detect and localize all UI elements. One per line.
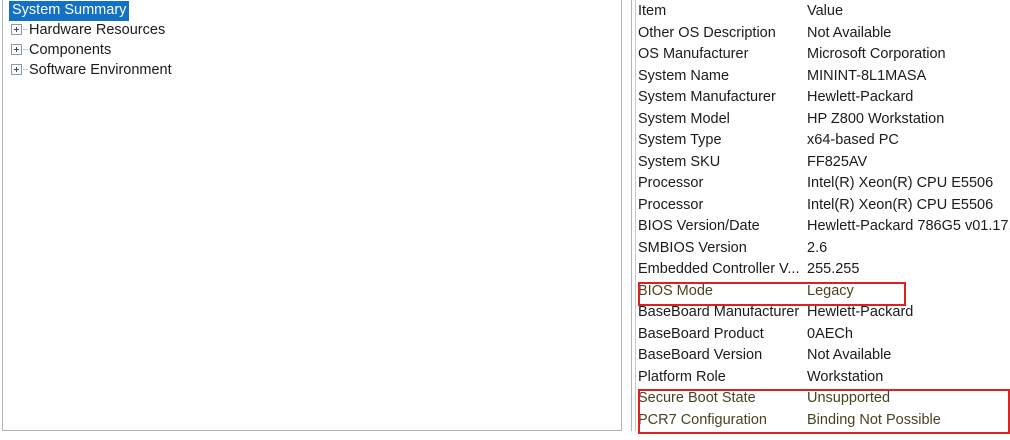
detail-item-cell: Processor: [638, 175, 704, 191]
detail-item-cell: System Model: [638, 110, 730, 127]
detail-value-cell: Intel(R) Xeon(R) CPU E5506: [807, 175, 994, 191]
detail-value-cell: Hewlett-Packard 786G5 v01.17, 8/: [807, 218, 1010, 234]
detail-grid-row[interactable]: Processor Intel(R) Xeon(R) CPU E5506: [638, 172, 1010, 194]
detail-value-cell: MININT-8L1MASA: [807, 67, 927, 84]
detail-grid-row[interactable]: Secure Boot State Unsupported: [638, 387, 1010, 409]
tree-item-system-summary[interactable]: System Summary: [3, 0, 621, 21]
detail-value-cell: Binding Not Possible: [807, 411, 941, 428]
detail-item-cell: System Manufacturer: [638, 89, 776, 105]
detail-grid-row[interactable]: BIOS Mode Legacy: [638, 280, 1010, 302]
detail-item-cell: OS Manufacturer: [638, 46, 749, 62]
detail-value-cell: Legacy: [807, 282, 854, 299]
detail-value-cell: Workstation: [807, 368, 884, 385]
detail-value-cell: Microsoft Corporation: [807, 46, 946, 62]
detail-grid-row[interactable]: System Name MININT-8L1MASA: [638, 65, 1010, 87]
detail-item-cell: System SKU: [638, 153, 721, 170]
detail-grid-row[interactable]: BaseBoard Manufacturer Hewlett-Packard: [638, 301, 1010, 323]
detail-item-cell: System Type: [638, 132, 722, 148]
detail-grid-row[interactable]: System Manufacturer Hewlett-Packard: [638, 86, 1010, 108]
tree-item-hardware-resources-label: Hardware Resources: [29, 22, 166, 39]
detail-value-cell: Hewlett-Packard: [807, 304, 914, 320]
expand-icon-wrapper-software-environment[interactable]: [11, 60, 29, 80]
plus-box-icon[interactable]: [11, 23, 22, 35]
detail-value-cell: Hewlett-Packard: [807, 89, 914, 105]
navigation-tree-pane[interactable]: System Summary Hardware Resources Compon…: [2, 0, 622, 431]
detail-grid-row[interactable]: Other OS Description Not Available: [638, 22, 1010, 44]
detail-value-cell: FF825AV: [807, 153, 868, 170]
detail-grid-row[interactable]: BaseBoard Version Not Available: [638, 344, 1010, 366]
detail-item-cell: System Name: [638, 67, 730, 84]
detail-item-cell: BaseBoard Manufacturer: [638, 304, 800, 320]
detail-value-cell: Intel(R) Xeon(R) CPU E5506: [807, 196, 994, 213]
detail-item-cell: Other OS Description: [638, 24, 776, 41]
tree-item-hardware-resources[interactable]: Hardware Resources: [3, 20, 621, 40]
detail-value-cell: 2.6: [807, 239, 828, 256]
pane-divider-inner: [635, 0, 636, 431]
detail-grid-row[interactable]: System Type x64-based PC: [638, 129, 1010, 151]
plus-box-icon[interactable]: [11, 63, 22, 75]
detail-value-cell: HP Z800 Workstation: [807, 110, 945, 127]
detail-value-cell: Unsupported: [807, 390, 891, 406]
detail-item-cell: Embedded Controller V...: [638, 261, 800, 277]
detail-value-cell: 0AECh: [807, 325, 853, 342]
detail-item-cell: BIOS Version/Date: [638, 218, 760, 234]
pane-divider-outer: [631, 0, 632, 431]
detail-item-cell: BIOS Mode: [638, 282, 713, 299]
detail-item-cell: SMBIOS Version: [638, 239, 747, 256]
detail-grid-row[interactable]: SMBIOS Version 2.6: [638, 237, 1010, 259]
detail-item-cell: BaseBoard Product: [638, 325, 764, 342]
detail-grid-row[interactable]: System SKU FF825AV: [638, 151, 1010, 173]
detail-item-cell: Secure Boot State: [638, 390, 756, 406]
detail-value-cell: Not Available: [807, 24, 892, 41]
detail-value-cell: x64-based PC: [807, 132, 899, 148]
tree-item-components-label: Components: [29, 42, 112, 59]
detail-item-cell: BaseBoard Version: [638, 347, 763, 363]
detail-grid-row[interactable]: Embedded Controller V... 255.255: [638, 258, 1010, 280]
detail-item-cell: Processor: [638, 196, 704, 213]
detail-grid-header-row[interactable]: Item Value: [638, 0, 1010, 22]
tree-item-software-environment-label: Software Environment: [29, 62, 172, 79]
detail-item-cell: PCR7 Configuration: [638, 411, 767, 428]
detail-grid-row[interactable]: BIOS Version/Date Hewlett-Packard 786G5 v…: [638, 215, 1010, 237]
detail-item-cell: Platform Role: [638, 368, 726, 385]
plus-box-icon[interactable]: [11, 43, 22, 55]
detail-grid-row[interactable]: Processor Intel(R) Xeon(R) CPU E5506: [638, 194, 1010, 216]
tree-item-components[interactable]: Components: [3, 40, 621, 60]
detail-value-cell: Not Available: [807, 347, 892, 363]
tree-item-software-environment[interactable]: Software Environment: [3, 60, 621, 80]
column-header-item[interactable]: Item: [638, 3, 667, 19]
detail-grid-row[interactable]: OS Manufacturer Microsoft Corporation: [638, 43, 1010, 65]
detail-grid-row[interactable]: Platform Role Workstation: [638, 366, 1010, 388]
navigation-tree: System Summary Hardware Resources Compon…: [3, 0, 621, 80]
expand-icon-wrapper-hardware-resources[interactable]: [11, 20, 29, 40]
detail-grid-row[interactable]: BaseBoard Product 0AECh: [638, 323, 1010, 345]
detail-value-cell: 255.255: [807, 261, 860, 277]
expand-icon-wrapper-components[interactable]: [11, 40, 29, 60]
column-header-value[interactable]: Value: [807, 3, 844, 19]
detail-grid-row[interactable]: System Model HP Z800 Workstation: [638, 108, 1010, 130]
detail-grid-row[interactable]: PCR7 Configuration Binding Not Possible: [638, 409, 1010, 431]
tree-item-system-summary-label: System Summary: [9, 1, 130, 21]
